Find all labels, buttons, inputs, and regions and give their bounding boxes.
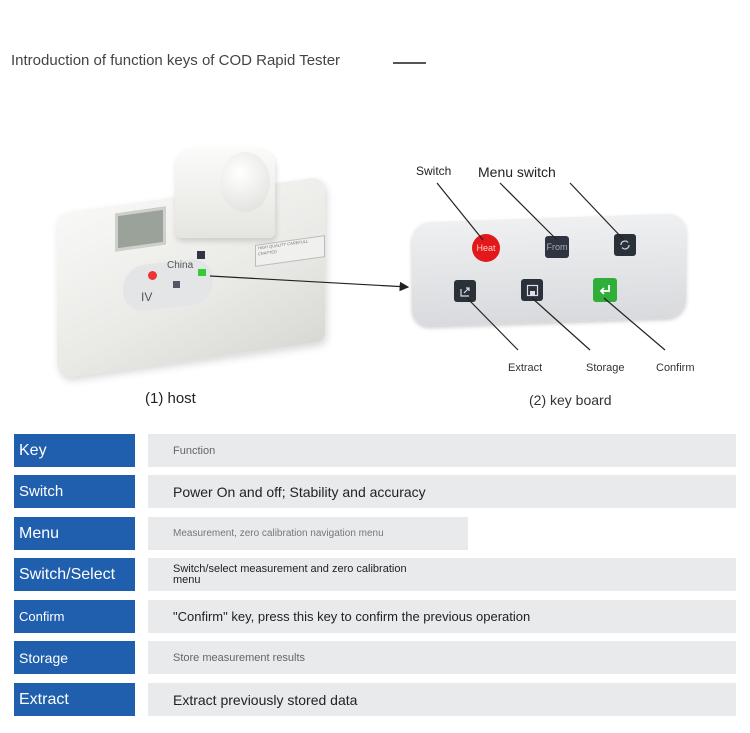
key-cell: Switch bbox=[14, 475, 135, 508]
power-icon bbox=[148, 271, 157, 280]
key-cell: Confirm bbox=[14, 600, 135, 633]
extract-icon bbox=[459, 286, 470, 297]
save-disk-icon bbox=[526, 284, 538, 296]
table-row: Confirm "Confirm" key, press this key to… bbox=[14, 600, 736, 633]
table-row: Storage Store measurement results bbox=[14, 641, 736, 674]
title-underline bbox=[393, 62, 426, 64]
host-caption: (1) host bbox=[145, 390, 196, 407]
host-china-label: China bbox=[167, 260, 194, 271]
key-cell: Menu bbox=[14, 517, 135, 550]
enter-arrow-icon bbox=[599, 285, 610, 295]
keyboard-panel bbox=[412, 213, 686, 327]
label-extract: Extract bbox=[508, 362, 543, 374]
key-cell: Key bbox=[14, 434, 135, 467]
function-cell: Extract previously stored data bbox=[148, 683, 736, 716]
label-menu-switch: Menu switch bbox=[478, 164, 556, 180]
function-cell: "Confirm" key, press this key to confirm… bbox=[148, 600, 736, 633]
label-confirm: Confirm bbox=[656, 362, 695, 374]
key-cell: Switch/Select bbox=[14, 558, 135, 591]
page-title: Introduction of function keys of COD Rap… bbox=[11, 52, 341, 69]
host-confirm-key-icon bbox=[198, 269, 206, 276]
host-chamber-cap bbox=[220, 152, 270, 212]
table-row: Switch Power On and off; Stability and a… bbox=[14, 475, 736, 508]
switch-select-button bbox=[614, 234, 636, 256]
table-row: Extract Extract previously stored data bbox=[14, 683, 736, 716]
heat-button: Heat bbox=[472, 234, 500, 262]
host-iv-label: IV bbox=[141, 290, 153, 304]
table-row: Switch/Select Switch/select measurement … bbox=[14, 558, 736, 591]
host-device-illustration: HIGH QUALITY CAREFULL CRAFTED China IV bbox=[55, 140, 335, 379]
host-key-icon bbox=[197, 251, 205, 259]
confirm-button bbox=[593, 278, 617, 302]
function-cell: Power On and off; Stability and accuracy bbox=[148, 475, 736, 508]
extract-button bbox=[454, 280, 476, 302]
label-storage: Storage bbox=[586, 362, 625, 374]
keyboard-caption: (2) key board bbox=[529, 392, 612, 408]
key-cell: Storage bbox=[14, 641, 135, 674]
function-cell: Measurement, zero calibration navigation… bbox=[148, 517, 468, 550]
table-row: Menu Measurement, zero calibration navig… bbox=[14, 517, 736, 550]
menu-button: From bbox=[545, 236, 569, 258]
function-cell: Function bbox=[148, 434, 736, 467]
function-cell: Store measurement results bbox=[148, 641, 736, 674]
host-display bbox=[115, 206, 166, 252]
function-cell: Switch/select measurement and zero calib… bbox=[148, 558, 736, 591]
label-switch: Switch bbox=[416, 164, 452, 178]
storage-button bbox=[521, 279, 543, 301]
table-row: Key Function bbox=[14, 434, 736, 467]
host-key-icon bbox=[173, 281, 180, 288]
key-cell: Extract bbox=[14, 683, 135, 716]
cycle-icon bbox=[620, 240, 630, 250]
